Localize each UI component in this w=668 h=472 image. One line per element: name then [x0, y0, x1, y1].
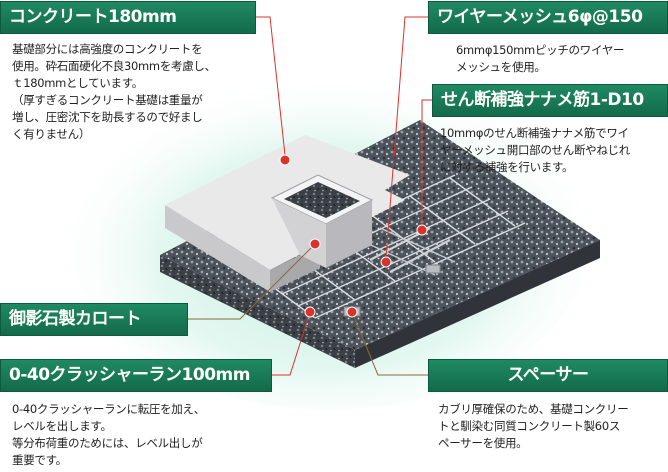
spacer-block	[425, 264, 441, 274]
crusher-run-top	[160, 120, 600, 350]
leader-wire-mesh	[385, 16, 428, 259]
desc-wire-mesh: 6mmφ150mmピッチのワイヤー メッシュを使用。	[456, 43, 625, 74]
marker-shear-rebar	[416, 224, 428, 236]
crusher-run-side	[355, 240, 600, 368]
leader-stone-curb	[188, 245, 314, 320]
stone-curb-hole	[284, 182, 360, 218]
marker-crusher-run	[304, 306, 316, 318]
leader-lines	[188, 16, 432, 376]
desc-concrete: 基礎部分には高強度のコンクリートを 使用。砕石面硬化不良30mmを考慮し、 ｔ1…	[12, 42, 216, 141]
leader-crusher-run	[272, 311, 311, 376]
stone-curb-outer-wall	[326, 200, 372, 268]
label-concrete: コンクリート180mm	[0, 1, 256, 34]
label-spacer: スペーサー	[428, 359, 668, 392]
leader-concrete	[255, 16, 286, 156]
marker-concrete	[279, 154, 291, 166]
label-crusher-run: 0-40クラッシャーラン100mm	[0, 359, 272, 392]
stone-curb-front-wall	[272, 198, 326, 268]
label-wire-mesh: ワイヤーメッシュ6φ@150	[428, 1, 668, 34]
desc-shear-rebar: 10mmφのせん断補強ナナメ筋でワイ ヤーメッシュ開口部のせん断やねじれ に対す…	[440, 126, 630, 174]
marker-wire-mesh	[380, 256, 392, 268]
label-stone-curb: 御影石製カロート	[0, 303, 188, 336]
leader-shear-rebar	[421, 99, 432, 226]
desc-crusher-run: 0-40クラッシャーランに転圧を加え、 レベルを出します。 等分布荷重のためには…	[12, 402, 205, 467]
leader-spacer	[351, 311, 428, 376]
markers	[279, 154, 428, 318]
label-shear-rebar: せん断補強ナナメ筋1-D10	[432, 84, 668, 117]
concrete-slab-front	[165, 205, 270, 292]
marker-stone-curb	[309, 238, 321, 250]
desc-spacer: カブリ厚確保のため、基礎コンクリー トと馴染む同質コンクリート製60ス ペーサー…	[438, 402, 629, 450]
crusher-run-front	[160, 255, 355, 368]
marker-spacer	[346, 306, 358, 318]
